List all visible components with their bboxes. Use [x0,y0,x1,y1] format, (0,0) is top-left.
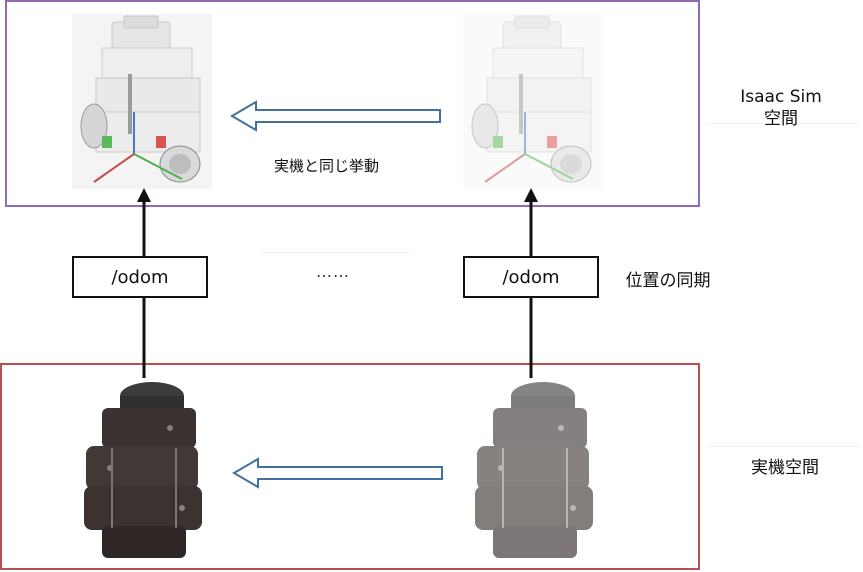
odom-topic-box-left: /odom [72,256,208,298]
real-space-frame [0,363,700,570]
position-sync-label: 位置の同期 [625,271,711,291]
faint-divider-mid [260,252,410,253]
sim-robot-right-icon [463,14,603,189]
isaac-sim-label-line1: Isaac Sim [740,87,822,107]
real-hollow-arrow-left [232,457,443,489]
sim-behavior-caption: 実機と同じ挙動 [274,157,380,175]
sim-robot-left-icon [72,14,212,189]
ellipsis-text: …… [316,262,350,281]
sim-hollow-arrow-left [230,100,441,132]
real-space-label: 実機空間 [751,458,819,478]
real-robot-left-icon [72,378,212,563]
isaac-sim-space-frame [5,0,700,207]
odom-topic-box-right: /odom [463,256,599,298]
faint-divider-right [708,446,860,447]
isaac-sim-space-label: Isaac Sim 空間 [722,86,840,130]
faint-divider-top [705,123,860,124]
isaac-sim-label-line2: 空間 [764,109,798,129]
real-robot-right-icon [463,378,603,563]
